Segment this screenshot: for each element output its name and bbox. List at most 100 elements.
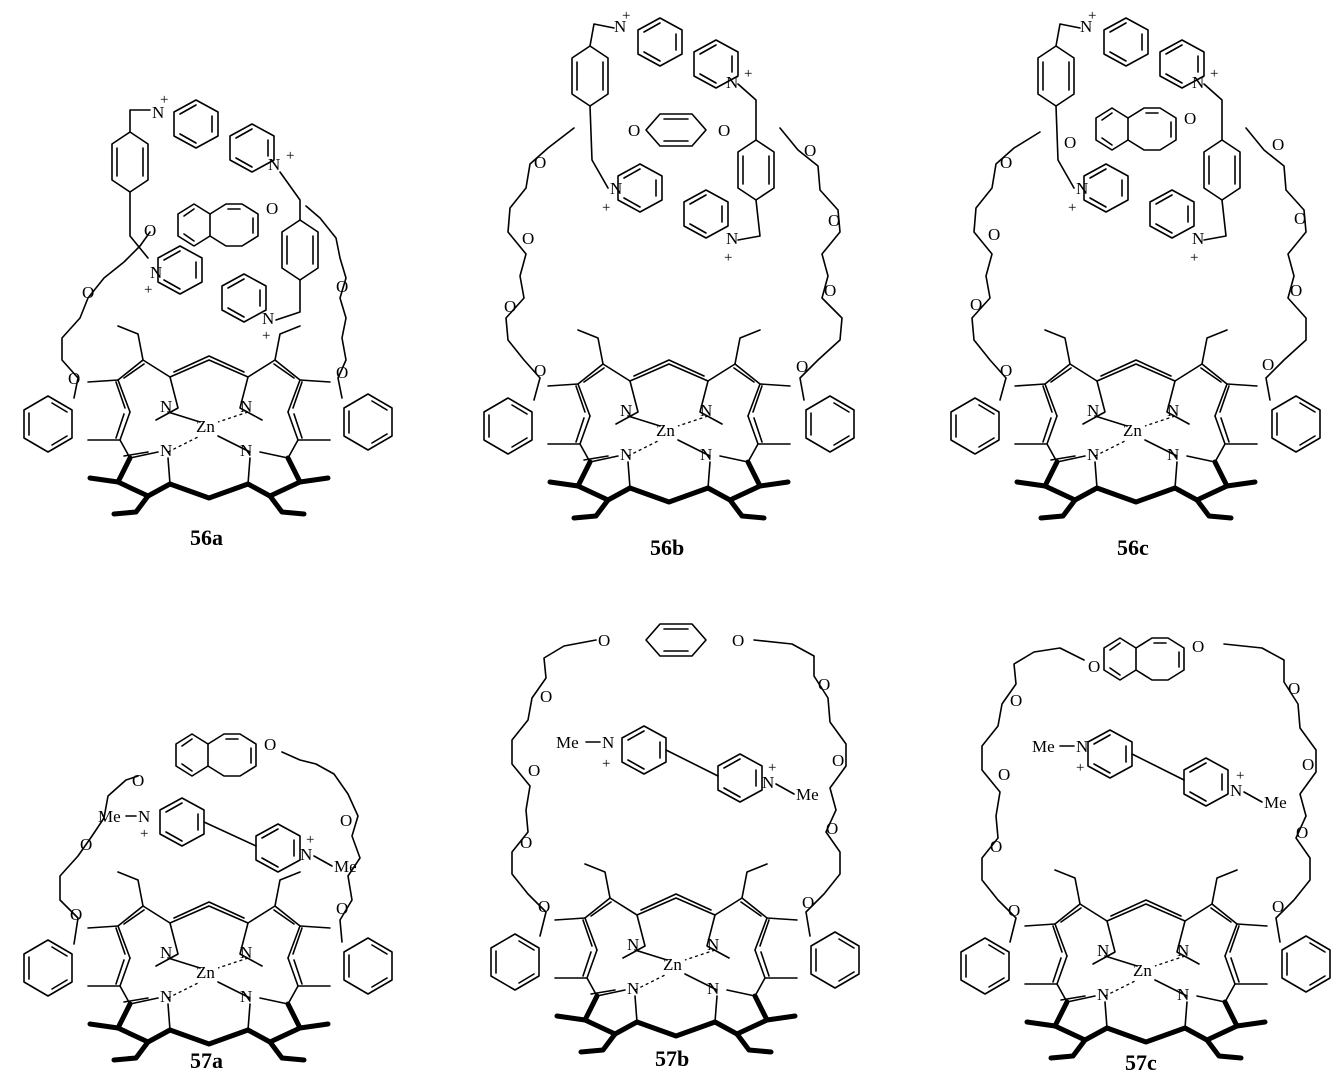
atom-me: Me	[98, 807, 121, 826]
atom-o: O	[1290, 281, 1302, 300]
atom-o: O	[264, 735, 276, 754]
atom-n: N	[1087, 401, 1099, 420]
atom-n: N	[1097, 941, 1109, 960]
atom-o: O	[1302, 755, 1314, 774]
atom-me: Me	[1032, 737, 1055, 756]
atom-n: N	[620, 401, 632, 420]
charge-plus: +	[602, 200, 610, 216]
charge-plus: +	[306, 832, 314, 848]
atom-o: O	[824, 281, 836, 300]
atom-o: O	[520, 833, 532, 852]
atom-o: O	[1272, 897, 1284, 916]
atom-o: O	[336, 277, 348, 296]
atom-n: N	[152, 103, 164, 122]
atom-me: Me	[556, 733, 579, 752]
atom-o: O	[82, 283, 94, 302]
atom-o: O	[1296, 823, 1308, 842]
compound-56b: O O O O O O O O O O N + N + N + N + N N …	[483, 8, 855, 560]
atom-n: N	[707, 935, 719, 954]
charge-plus: +	[768, 760, 776, 776]
atom-n: N	[1177, 985, 1189, 1004]
atom-n: N	[268, 155, 280, 174]
atom-n: N	[240, 441, 252, 460]
atom-n: N	[160, 441, 172, 460]
atom-n: N	[1080, 17, 1092, 36]
atom-o: O	[336, 363, 348, 382]
atom-o: O	[1272, 135, 1284, 154]
atom-o: O	[988, 225, 1000, 244]
charge-plus: +	[602, 756, 610, 772]
atom-o: O	[1288, 679, 1300, 698]
atom-o: O	[1000, 153, 1012, 172]
metal-zn: Zn	[196, 417, 215, 436]
atom-n: N	[700, 445, 712, 464]
atom-o: O	[1294, 209, 1306, 228]
atom-n: N	[150, 263, 162, 282]
atom-n: N	[138, 807, 150, 826]
compound-label: 56b	[650, 535, 684, 560]
compound-56a: O O O O O O N + N + N + N + N N N N Zn 5…	[23, 92, 393, 550]
atom-n: N	[1167, 445, 1179, 464]
atom-n: N	[620, 445, 632, 464]
charge-plus: +	[744, 66, 752, 82]
atom-me: Me	[796, 785, 819, 804]
compound-label: 56a	[190, 525, 223, 550]
atom-o: O	[732, 631, 744, 650]
charge-plus: +	[140, 826, 148, 842]
atom-o: O	[68, 369, 80, 388]
atom-n: N	[1097, 985, 1109, 1004]
atom-o: O	[598, 631, 610, 650]
compound-56c: O O O O O O O O O O N + N + N + N + N N …	[950, 8, 1321, 560]
charge-plus: +	[622, 8, 630, 24]
charge-plus: +	[1068, 200, 1076, 216]
atom-n: N	[707, 979, 719, 998]
atom-n: N	[627, 979, 639, 998]
atom-o: O	[828, 211, 840, 230]
atom-o: O	[832, 751, 844, 770]
atom-n: N	[1192, 73, 1204, 92]
atom-n: N	[602, 733, 614, 752]
atom-n: N	[614, 17, 626, 36]
compound-label: 56c	[1117, 535, 1149, 560]
charge-plus: +	[286, 148, 294, 164]
compound-57a: O O O O O O Me N + N + Me N N N N Zn 57a	[23, 733, 393, 1073]
atom-o: O	[70, 905, 82, 924]
atom-o: O	[1010, 691, 1022, 710]
atom-n: N	[300, 845, 312, 864]
atom-o: O	[1184, 109, 1196, 128]
atom-o: O	[266, 199, 278, 218]
atom-me: Me	[1264, 793, 1287, 812]
atom-n: N	[726, 73, 738, 92]
atom-o: O	[522, 229, 534, 248]
atom-o: O	[998, 765, 1010, 784]
atom-o: O	[534, 153, 546, 172]
atom-n: N	[1076, 179, 1088, 198]
atom-n: N	[240, 943, 252, 962]
compound-label: 57b	[655, 1046, 689, 1071]
atom-o: O	[1192, 637, 1204, 656]
atom-o: O	[1000, 361, 1012, 380]
atom-o: O	[970, 295, 982, 314]
atom-o: O	[144, 221, 156, 240]
compound-57c: O O O O O O O O O O Me N + N + Me N N N …	[960, 637, 1331, 1074]
atom-n: N	[1076, 737, 1088, 756]
metal-zn: Zn	[656, 421, 675, 440]
atom-n: N	[240, 987, 252, 1006]
atom-o: O	[1088, 657, 1100, 676]
atom-o: O	[340, 811, 352, 830]
atom-n: N	[1177, 941, 1189, 960]
compound-label: 57a	[190, 1048, 223, 1073]
atom-n: N	[1230, 781, 1242, 800]
atom-n: N	[700, 401, 712, 420]
metal-zn: Zn	[1133, 961, 1152, 980]
atom-n: N	[1167, 401, 1179, 420]
atom-n: N	[1192, 229, 1204, 248]
atom-n: N	[1087, 445, 1099, 464]
atom-n: N	[160, 397, 172, 416]
atom-n: N	[262, 309, 274, 328]
atom-me: Me	[334, 857, 357, 876]
atom-n: N	[627, 935, 639, 954]
atom-o: O	[504, 297, 516, 316]
compound-label: 57c	[1125, 1050, 1157, 1074]
atom-o: O	[534, 361, 546, 380]
